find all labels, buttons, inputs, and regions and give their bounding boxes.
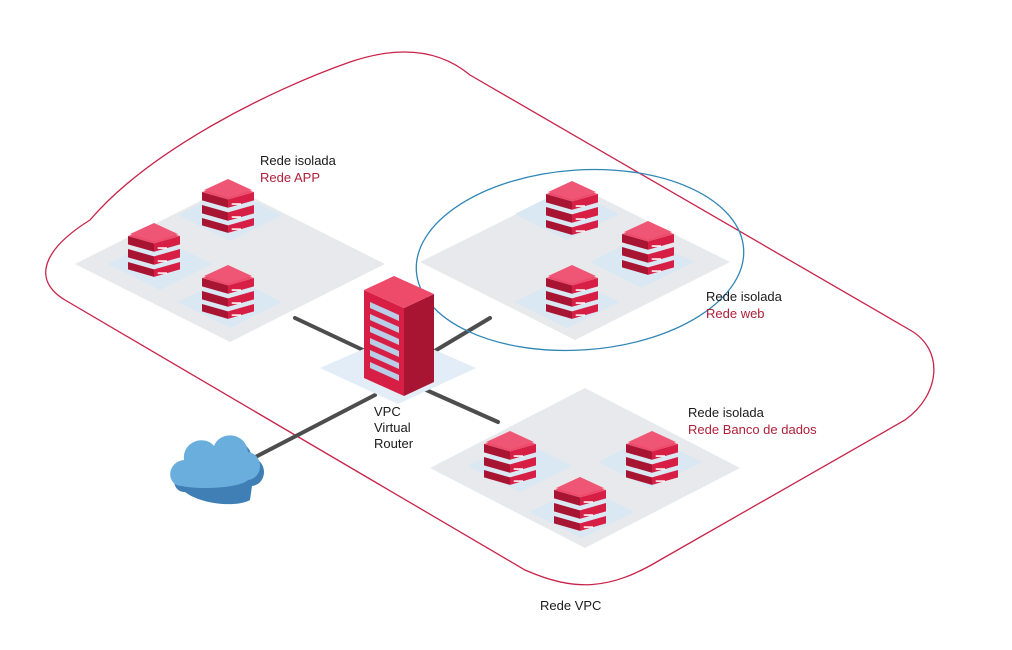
- router-label-line-2: Virtual: [374, 420, 411, 435]
- router-label-line-1: VPC: [374, 404, 401, 419]
- web-highlight-ellipse: [415, 168, 745, 352]
- db-network-title: Rede isolada: [688, 405, 764, 420]
- web-network-name: Rede web: [706, 306, 765, 321]
- app-network-platform: [75, 186, 385, 342]
- router-rack-icon: [320, 276, 476, 404]
- app-network-label: Rede isolada Rede APP: [260, 152, 336, 186]
- web-network-label: Rede isolada Rede web: [706, 288, 782, 322]
- app-network-title: Rede isolada: [260, 153, 336, 168]
- db-network-label: Rede isolada Rede Banco de dados: [688, 404, 817, 438]
- db-network-name: Rede Banco de dados: [688, 422, 817, 437]
- router-label: VPC Virtual Router: [374, 404, 413, 452]
- vpc-boundary: [45, 51, 935, 586]
- web-network-title: Rede isolada: [706, 289, 782, 304]
- cloud-icon: [170, 435, 264, 505]
- vpc-label: Rede VPC: [540, 598, 602, 613]
- router-label-line-3: Router: [374, 436, 414, 451]
- app-network-name: Rede APP: [260, 170, 320, 185]
